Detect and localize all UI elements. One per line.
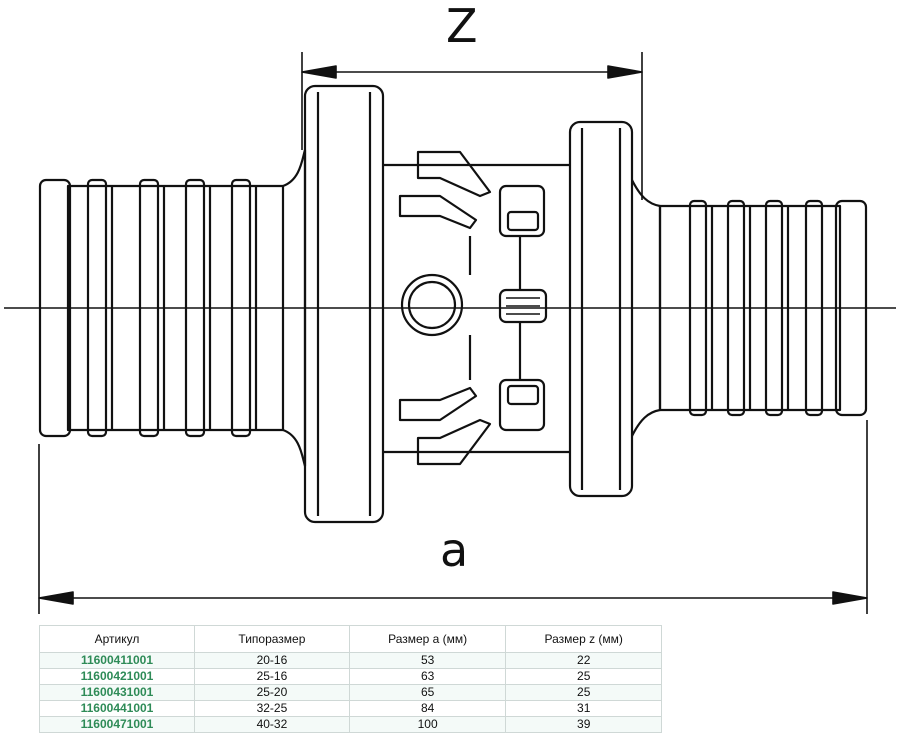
size-value: 25-16: [193, 668, 350, 685]
size-value: 20-16: [193, 652, 350, 669]
table-row: 11600421001 25-16 63 25: [39, 668, 662, 685]
size-value: 32-25: [193, 700, 350, 717]
article-number: 11600441001: [39, 700, 195, 717]
size-value: 40-32: [193, 716, 350, 733]
left-collar: [303, 84, 385, 524]
right-spigot: [631, 179, 868, 437]
dimension-z-label: Z: [446, 0, 478, 53]
table-header-row: Артикул Типоразмер Размер a (мм) Размер …: [39, 625, 662, 653]
article-number: 11600471001: [39, 716, 195, 733]
dimension-a-value: 53: [348, 652, 507, 669]
table-row: 11600411001 20-16 53 22: [39, 652, 662, 669]
article-number: 11600411001: [39, 652, 195, 669]
dimension-a-value: 63: [348, 668, 507, 685]
table-row: 11600441001 32-25 84 31: [39, 700, 662, 717]
table-row: 11600431001 25-20 65 25: [39, 684, 662, 701]
dimension-z-value: 25: [505, 668, 662, 685]
dimension-a-value: 65: [348, 684, 507, 701]
dimension-a-value: 100: [348, 716, 507, 733]
table-row: 11600471001 40-32 100 39: [39, 716, 662, 733]
dimension-z-value: 25: [505, 684, 662, 701]
dimension-a-label: a: [440, 523, 468, 577]
article-number: 11600431001: [39, 684, 195, 701]
dimension-z-value: 31: [505, 700, 662, 717]
article-number: 11600421001: [39, 668, 195, 685]
specification-table: Артикул Типоразмер Размер a (мм) Размер …: [39, 625, 662, 733]
header-dimension-z: Размер z (мм): [505, 625, 662, 653]
fitting-technical-drawing: Z a: [4, 0, 896, 614]
dimension-z-value: 39: [505, 716, 662, 733]
dimension-z: [301, 52, 643, 200]
size-value: 25-20: [193, 684, 350, 701]
dimension-z-value: 22: [505, 652, 662, 669]
dimension-a-value: 84: [348, 700, 507, 717]
right-collar: [568, 120, 634, 498]
header-dimension-a: Размер a (мм): [348, 625, 507, 653]
header-size: Типоразмер: [193, 625, 350, 653]
header-article: Артикул: [39, 625, 195, 653]
dimension-a: [38, 420, 868, 614]
central-body: [383, 150, 570, 466]
